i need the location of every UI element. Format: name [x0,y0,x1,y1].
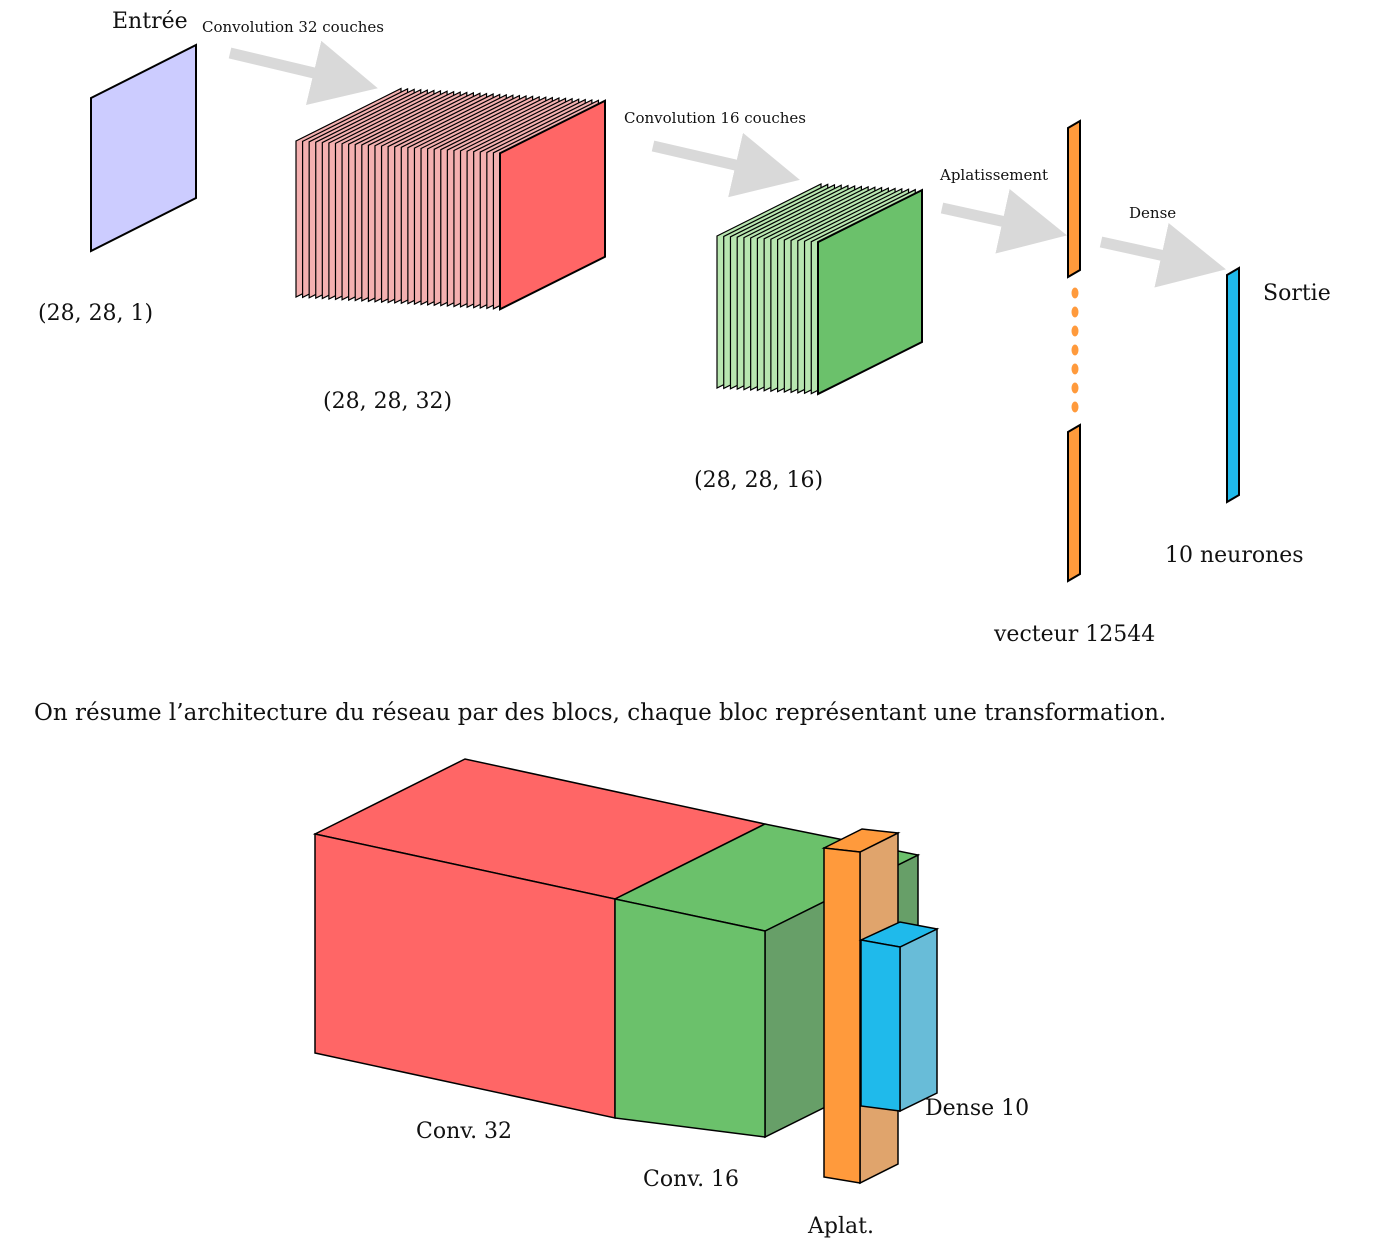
conv16-block-front [614,898,766,1138]
input-shape: (28, 28, 1) [38,301,153,326]
input-label: Entrée [112,9,188,34]
dense-block-front [860,939,901,1112]
arrow-1 [228,40,378,106]
feature-map-front [499,99,606,311]
dense-block-side [899,927,938,1113]
feature-map-front [817,188,923,396]
conv16-block-label: Conv. 16 [643,1167,739,1192]
output-label: Sortie [1263,281,1331,306]
flatten-block-front [823,847,861,1184]
arrow-2 [651,132,800,198]
output-vector [1226,266,1240,504]
output-size-label: 10 neurones [1165,543,1304,568]
conv32-block-label: Conv. 32 [416,1119,512,1144]
arrow-3 [940,189,1067,254]
conv16-stack [716,183,923,396]
arrow-4-label: Dense [1129,204,1176,222]
flatten-dots [1071,287,1079,413]
dense-block-label: Dense 10 [925,1096,1029,1121]
arrow-2-label: Convolution 16 couches [624,109,806,127]
flatten-block-label: Aplat. [807,1214,874,1239]
arrow-1-label: Convolution 32 couches [202,18,384,36]
flatten-vector-bottom [1067,423,1081,583]
flatten-vector-top [1067,119,1081,279]
arrow-4 [1099,223,1226,288]
input-plane [90,43,197,253]
conv16-shape: (28, 28, 16) [694,468,823,493]
arrow-3-label: Aplatissement [939,166,1048,184]
caption: On résume l’architecture du réseau par d… [34,700,1167,726]
conv32-stack [295,87,606,311]
flatten-size-label: vecteur 12544 [993,622,1155,647]
conv32-shape: (28, 28, 32) [323,389,452,414]
